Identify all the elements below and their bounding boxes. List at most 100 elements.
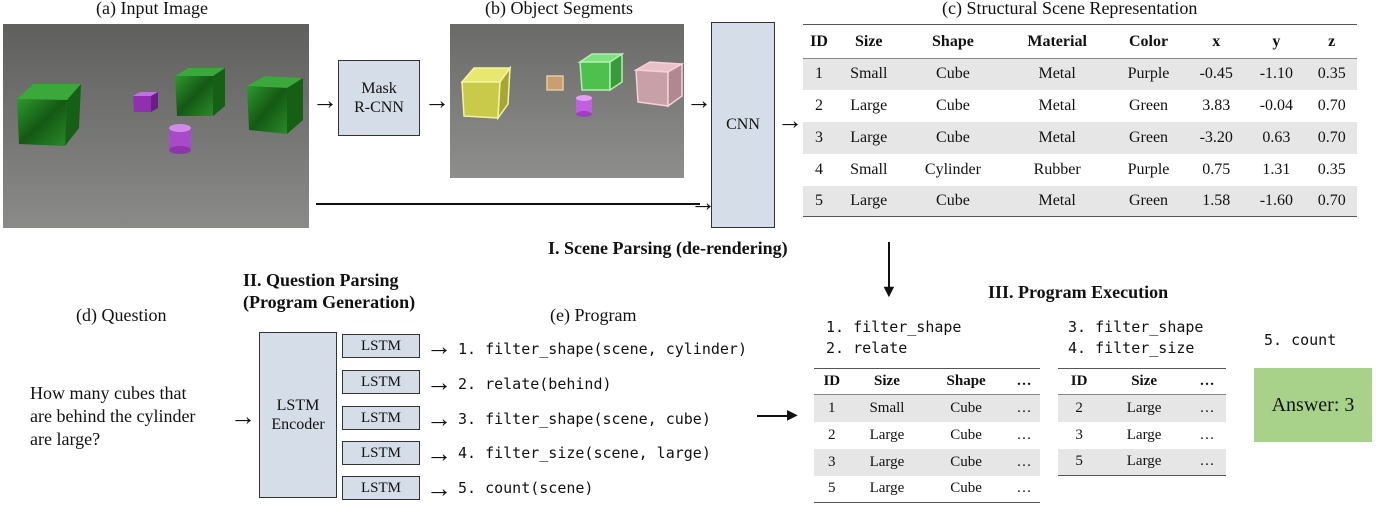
question-line: are behind the cylinder	[30, 406, 196, 426]
table-row: 3 Large …	[1058, 422, 1226, 449]
table-cell: 1	[815, 65, 824, 83]
arrow-right-icon: →	[426, 474, 452, 503]
exec-step-label: 1. filter_shape	[826, 318, 962, 336]
table-row: 2 Large Cube Metal Green 3.83 -0.04 0.70	[803, 90, 1357, 122]
table-cell: Large	[869, 453, 905, 470]
table-cell: 0.70	[1317, 96, 1346, 114]
table-cell: Large	[850, 96, 888, 114]
exec-table-b: ID Size … 2 Large … 3 Large … 5 Large …	[1058, 368, 1226, 476]
arrow-right-icon: →	[426, 368, 452, 397]
table-cell: Small	[869, 399, 905, 416]
arrow-right-icon: →	[426, 404, 452, 433]
answer-box: Answer: 3	[1254, 368, 1372, 442]
scene-header: Size	[854, 32, 883, 50]
table-row: 3 Large Cube …	[814, 448, 1040, 476]
exec-header: Shape	[946, 373, 986, 389]
down-connector	[888, 242, 890, 290]
mask-rcnn-label-2: R-CNN	[354, 99, 404, 116]
scene-header: ID	[810, 32, 828, 50]
table-row: 5 Large …	[1058, 448, 1226, 476]
table-cell: -0.04	[1259, 96, 1294, 114]
table-row: 4 Small Cylinder Rubber Purple 0.75 1.31…	[803, 154, 1357, 186]
answer-text: Answer: 3	[1271, 393, 1355, 416]
table-cell: Cube	[950, 426, 982, 443]
table-cell: 1.31	[1262, 160, 1291, 178]
arrow-right-icon: →	[230, 402, 256, 431]
question-text: How many cubes that are behind the cylin…	[30, 382, 195, 451]
stage-scene-parsing: I. Scene Parsing (de-rendering)	[548, 238, 788, 258]
table-cell: 1.58	[1202, 191, 1231, 209]
arrow-right-icon: →	[426, 439, 452, 468]
table-cell: -3.20	[1199, 128, 1233, 146]
exec-header: …	[1199, 373, 1215, 389]
table-cell: 0.35	[1317, 160, 1346, 178]
segment-yellow-cube	[460, 65, 512, 121]
table-row: 5 Large Cube Metal Green 1.58 -1.60 0.70	[803, 185, 1357, 217]
green-cube-2	[175, 68, 225, 116]
mask-rcnn-label-1: Mask	[361, 80, 397, 97]
table-row: 2 Large …	[1058, 394, 1226, 422]
object-segments-image	[450, 24, 684, 178]
connector-line	[316, 203, 700, 205]
table-cell: 0.70	[1317, 191, 1346, 209]
table-cell: Large	[869, 426, 905, 443]
table-cell: -1.10	[1259, 65, 1294, 83]
lstm-encoder-label-2: Encoder	[271, 416, 325, 433]
table-cell: -1.60	[1259, 191, 1294, 209]
table-cell: 0.63	[1262, 128, 1291, 146]
table-row: 5 Large Cube …	[814, 476, 1040, 503]
stage-program-execution: III. Program Execution	[988, 282, 1169, 302]
cnn-label: CNN	[726, 116, 760, 133]
table-cell: 0.35	[1317, 65, 1346, 83]
table-cell: 2	[815, 96, 824, 114]
exec-header: Size	[1131, 373, 1158, 389]
scene-header: y	[1272, 32, 1281, 50]
table-cell: Cube	[936, 65, 970, 83]
program-line: 1. filter_shape(scene, cylinder)	[458, 340, 747, 358]
table-cell: Large	[869, 480, 905, 497]
scene-table: ID Size Shape Material Color x y z 1 Sma…	[803, 24, 1357, 217]
arrow-right-icon: ▶	[787, 408, 798, 423]
table-cell: 2	[828, 426, 836, 443]
table-cell: Cube	[950, 453, 982, 470]
exec-header: Size	[874, 373, 900, 389]
table-cell: 1	[828, 399, 836, 416]
exec-header: ID	[823, 373, 841, 389]
table-cell: Rubber	[1033, 160, 1081, 178]
program-line: 4. filter_size(scene, large)	[458, 444, 711, 462]
table-cell: …	[1016, 480, 1032, 497]
input-image	[3, 24, 309, 228]
table-cell: Cube	[936, 128, 970, 146]
program-line: 2. relate(behind)	[458, 375, 612, 393]
lstm-box: LSTM	[342, 406, 420, 430]
table-cell: 3	[815, 128, 824, 146]
table-cell: 3	[1075, 426, 1083, 443]
table-cell: Cube	[950, 399, 982, 416]
segment-green-cube	[577, 52, 625, 92]
table-cell: …	[1016, 453, 1032, 470]
arrow-right-icon: →	[777, 106, 803, 135]
mask-rcnn-box: Mask R-CNN	[338, 60, 420, 136]
arrow-right-icon: →	[686, 86, 712, 115]
table-row: 1 Small Cube Metal Purple -0.45 -1.10 0.…	[803, 58, 1357, 90]
program-line: 5. count(scene)	[458, 479, 594, 497]
exec-step-label: 2. relate	[826, 339, 908, 357]
scene-header: Material	[1027, 32, 1087, 50]
table-cell: …	[1016, 399, 1032, 416]
table-cell: Metal	[1038, 65, 1076, 83]
table-cell: Large	[1126, 453, 1162, 470]
table-cell: Cube	[936, 96, 970, 114]
connector-line	[757, 415, 791, 417]
lstm-encoder-box: LSTM Encoder	[259, 332, 337, 498]
green-cube-3	[247, 76, 303, 134]
scene-header: z	[1328, 32, 1336, 50]
table-cell: Large	[850, 128, 888, 146]
caption-question: (d) Question	[76, 305, 167, 325]
table-row: 3 Large Cube Metal Green -3.20 0.63 0.70	[803, 121, 1357, 154]
table-row: 2 Large Cube …	[814, 422, 1040, 449]
purple-cylinder	[169, 124, 191, 154]
caption-scene-repr: (c) Structural Scene Representation	[942, 0, 1198, 18]
purple-cube	[133, 92, 158, 112]
table-cell: 5	[1075, 453, 1083, 470]
table-cell: 5	[815, 191, 824, 209]
